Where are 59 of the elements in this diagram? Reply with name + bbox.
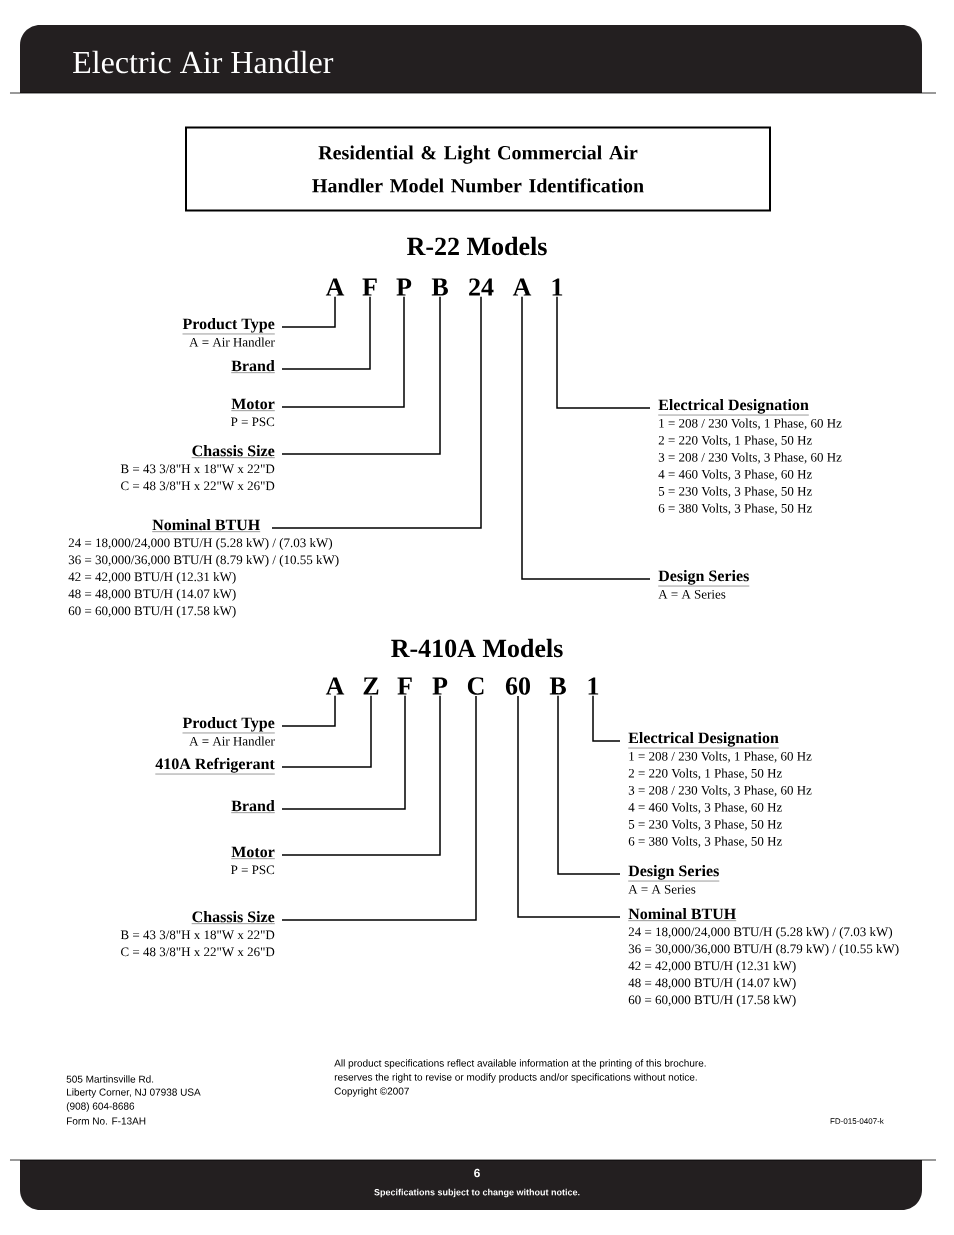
field-description: Nominal BTUH 24 = 18,000/24,000 BTU/H (5.28 kW) / (7.03 kW) 36 = 30,000/36,000 BTU/H (8.79 kW) / (10.55 kW) 42 = 42,000 BTU/H (12.31 kW) 48 = 48,000 BTU/H (14.07 kW) 60 = 60,000 BTU/H (17.58 kW) xyxy=(68,519,339,618)
section-heading: R-410A Models xyxy=(391,638,563,658)
model-code-character: A xyxy=(325,677,345,695)
page-title: Electric Air Handler xyxy=(73,50,334,74)
leader-line xyxy=(281,295,405,408)
leader-line xyxy=(281,296,441,455)
address-line: (908) 604-8686 xyxy=(66,1102,135,1112)
leader-line xyxy=(521,296,651,580)
footnote-line: All product specifications reflect available information at the printing of this brochure. xyxy=(334,1059,706,1069)
field-description: Electrical Designation 1 = 208 / 230 Volts, 1 Phase, 60 Hz 2 = 220 Volts, 1 Phase, 50 Hz 3 = 208 / 230 Volts, 3 Phase, 60 Hz 4 = 460 Volts, 3 Phase, 60 Hz 5 = 230 Volts, 3 Phase, 50 Hz 6 = 380 Volts, 3 Phase, 50 Hz xyxy=(628,732,812,848)
footnote-line: Copyright ©2007 xyxy=(334,1087,409,1097)
leader-line xyxy=(556,296,651,409)
field-description: Motor P = PSC xyxy=(231,398,275,427)
model-code-character: A xyxy=(512,278,532,296)
model-code-character: P xyxy=(432,677,448,695)
page-number: 6 xyxy=(474,1168,480,1178)
model-code-character: Z xyxy=(363,677,379,695)
leader-line xyxy=(281,296,336,328)
model-code-character: F xyxy=(362,278,377,296)
field-description: Design Series A = A Series xyxy=(658,570,750,599)
field-description: Product Type A = Air Handler xyxy=(182,318,275,347)
model-code-character: 1 xyxy=(552,278,563,296)
model-code-character: A xyxy=(325,278,345,296)
model-code-character: 60 xyxy=(505,677,530,695)
title-box: Residential & Light Commercial Air Handler Model Number Identification xyxy=(185,126,771,212)
section-heading: R-22 Models xyxy=(407,236,547,256)
model-code-character: F xyxy=(397,677,412,695)
address-line: 505 Martinsville Rd. xyxy=(66,1075,154,1083)
field-description: Chassis Size B = 43 3/8"H x 18"W x 22"D C = 48 3/8"H x 22"W x 26"D xyxy=(120,911,275,957)
model-code-character: C xyxy=(467,677,484,695)
field-description: Design Series A = A Series xyxy=(628,865,720,894)
footer-note: Specifications subject to change without notice. xyxy=(374,1188,580,1198)
field-description: Motor P = PSC xyxy=(231,846,275,875)
model-code-character: P xyxy=(396,278,412,296)
model-code-character: 1 xyxy=(588,677,599,695)
leader-line xyxy=(281,295,371,370)
address-line: Form No. F-13AH xyxy=(67,1117,146,1125)
model-code-character: B xyxy=(549,677,566,695)
field-description: 410A Refrigerant xyxy=(155,757,275,775)
leader-line xyxy=(281,694,406,810)
leader-line xyxy=(271,296,482,529)
leader-line xyxy=(557,695,621,875)
leader-line xyxy=(281,694,372,768)
field-description: Product Type A = Air Handler xyxy=(182,717,275,746)
address-line: Liberty Corner, NJ 07938 USA xyxy=(67,1088,201,1098)
field-description: Electrical Designation 1 = 208 / 230 Volts, 1 Phase, 60 Hz 2 = 220 Volts, 1 Phase, 50 Hz 3 = 208 / 230 Volts, 3 Phase, 60 Hz 4 = 460 Volts, 3 Phase, 60 Hz 5 = 230 Volts, 3 Phase, 50 Hz 6 = 380 Volts, 3 Phase, 50 Hz xyxy=(658,399,842,515)
field-description: Brand xyxy=(231,800,275,813)
leader-line xyxy=(281,695,477,921)
field-description: Nominal BTUH 24 = 18,000/24,000 BTU/H (5.28 kW) / (7.03 kW) 36 = 30,000/36,000 BTU/H (8.79 kW) / (10.55 kW) 42 = 42,000 BTU/H (12.31 kW) 48 = 48,000 BTU/H (14.07 kW) 60 = 60,000 BTU/H (17.58 kW) xyxy=(628,908,899,1007)
model-code-character: B xyxy=(431,278,448,296)
leader-line xyxy=(517,695,621,918)
leader-line xyxy=(281,694,441,856)
footnote-line: reserves the right to revise or modify products and/or specifications without notice. xyxy=(334,1073,697,1083)
form-code: FD-015-0407-k xyxy=(830,1118,884,1124)
leader-line xyxy=(592,695,621,742)
field-description: Brand xyxy=(231,360,275,373)
model-code-character: 24 xyxy=(469,278,494,296)
field-description: Chassis Size B = 43 3/8"H x 18"W x 22"D C = 48 3/8"H x 22"W x 26"D xyxy=(120,445,275,491)
leader-line xyxy=(281,695,336,727)
